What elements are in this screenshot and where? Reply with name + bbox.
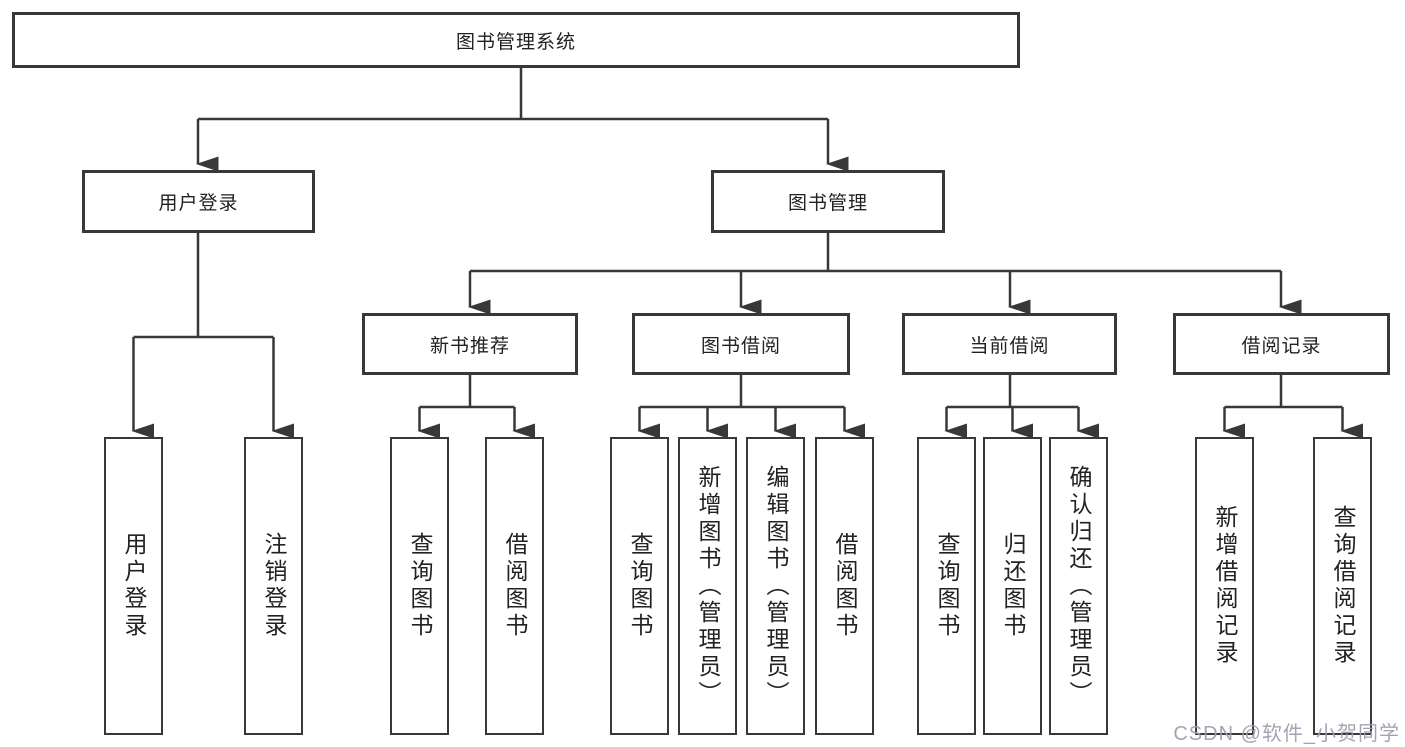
leaf-confirm-return-admin: 确认归还（管理员） — [1049, 437, 1108, 735]
node-label: 借阅图书 — [832, 532, 858, 640]
node-user-login: 用户登录 — [82, 170, 315, 233]
node-label: 确认归还（管理员） — [1066, 464, 1092, 708]
node-label: 查询图书 — [934, 532, 960, 640]
leaf-return-books: 归还图书 — [983, 437, 1042, 735]
node-label: 借阅记录 — [1241, 335, 1322, 357]
leaf-logout: 注销登录 — [244, 437, 303, 735]
node-current-borrowing: 当前借阅 — [902, 313, 1117, 375]
node-label: 新增图书（管理员） — [695, 464, 721, 708]
leaf-query-books-borrowing: 查询图书 — [610, 437, 669, 735]
node-label: 用户登录 — [158, 193, 239, 214]
leaf-borrow-books: 借阅图书 — [815, 437, 874, 735]
leaf-edit-book-admin: 编辑图书（管理员） — [746, 437, 805, 735]
node-label: 图书借阅 — [700, 335, 781, 357]
node-label: 编辑图书（管理员） — [763, 464, 789, 708]
node-label: 归还图书 — [1000, 532, 1026, 640]
node-label: 用户登录 — [121, 532, 147, 640]
leaf-user-login: 用户登录 — [104, 437, 163, 735]
node-library-management-system: 图书管理系统 — [12, 12, 1020, 68]
node-label: 新增借阅记录 — [1212, 505, 1238, 667]
leaf-query-books-current: 查询图书 — [917, 437, 976, 735]
node-label: 当前借阅 — [969, 335, 1050, 357]
leaf-query-books-recommend: 查询图书 — [390, 437, 449, 735]
leaf-query-borrow-record: 查询借阅记录 — [1313, 437, 1372, 735]
node-book-borrowing: 图书借阅 — [632, 313, 850, 375]
watermark: CSDN @软件_小贺同学 — [1173, 723, 1400, 745]
node-label: 查询图书 — [627, 532, 653, 640]
node-label: 注销登录 — [261, 532, 287, 640]
node-label: 借阅图书 — [502, 532, 528, 640]
node-label: 图书管理 — [787, 193, 868, 214]
node-new-book-recommend: 新书推荐 — [362, 313, 578, 375]
node-label: 查询图书 — [407, 532, 433, 640]
node-borrowing-records: 借阅记录 — [1173, 313, 1390, 375]
leaf-add-borrow-record: 新增借阅记录 — [1195, 437, 1254, 735]
node-label: 新书推荐 — [429, 335, 510, 357]
node-label: 图书管理系统 — [455, 31, 576, 53]
node-label: 查询借阅记录 — [1330, 505, 1356, 667]
node-book-management: 图书管理 — [711, 170, 945, 233]
leaf-borrow-books-recommend: 借阅图书 — [485, 437, 544, 735]
leaf-add-book-admin: 新增图书（管理员） — [678, 437, 737, 735]
